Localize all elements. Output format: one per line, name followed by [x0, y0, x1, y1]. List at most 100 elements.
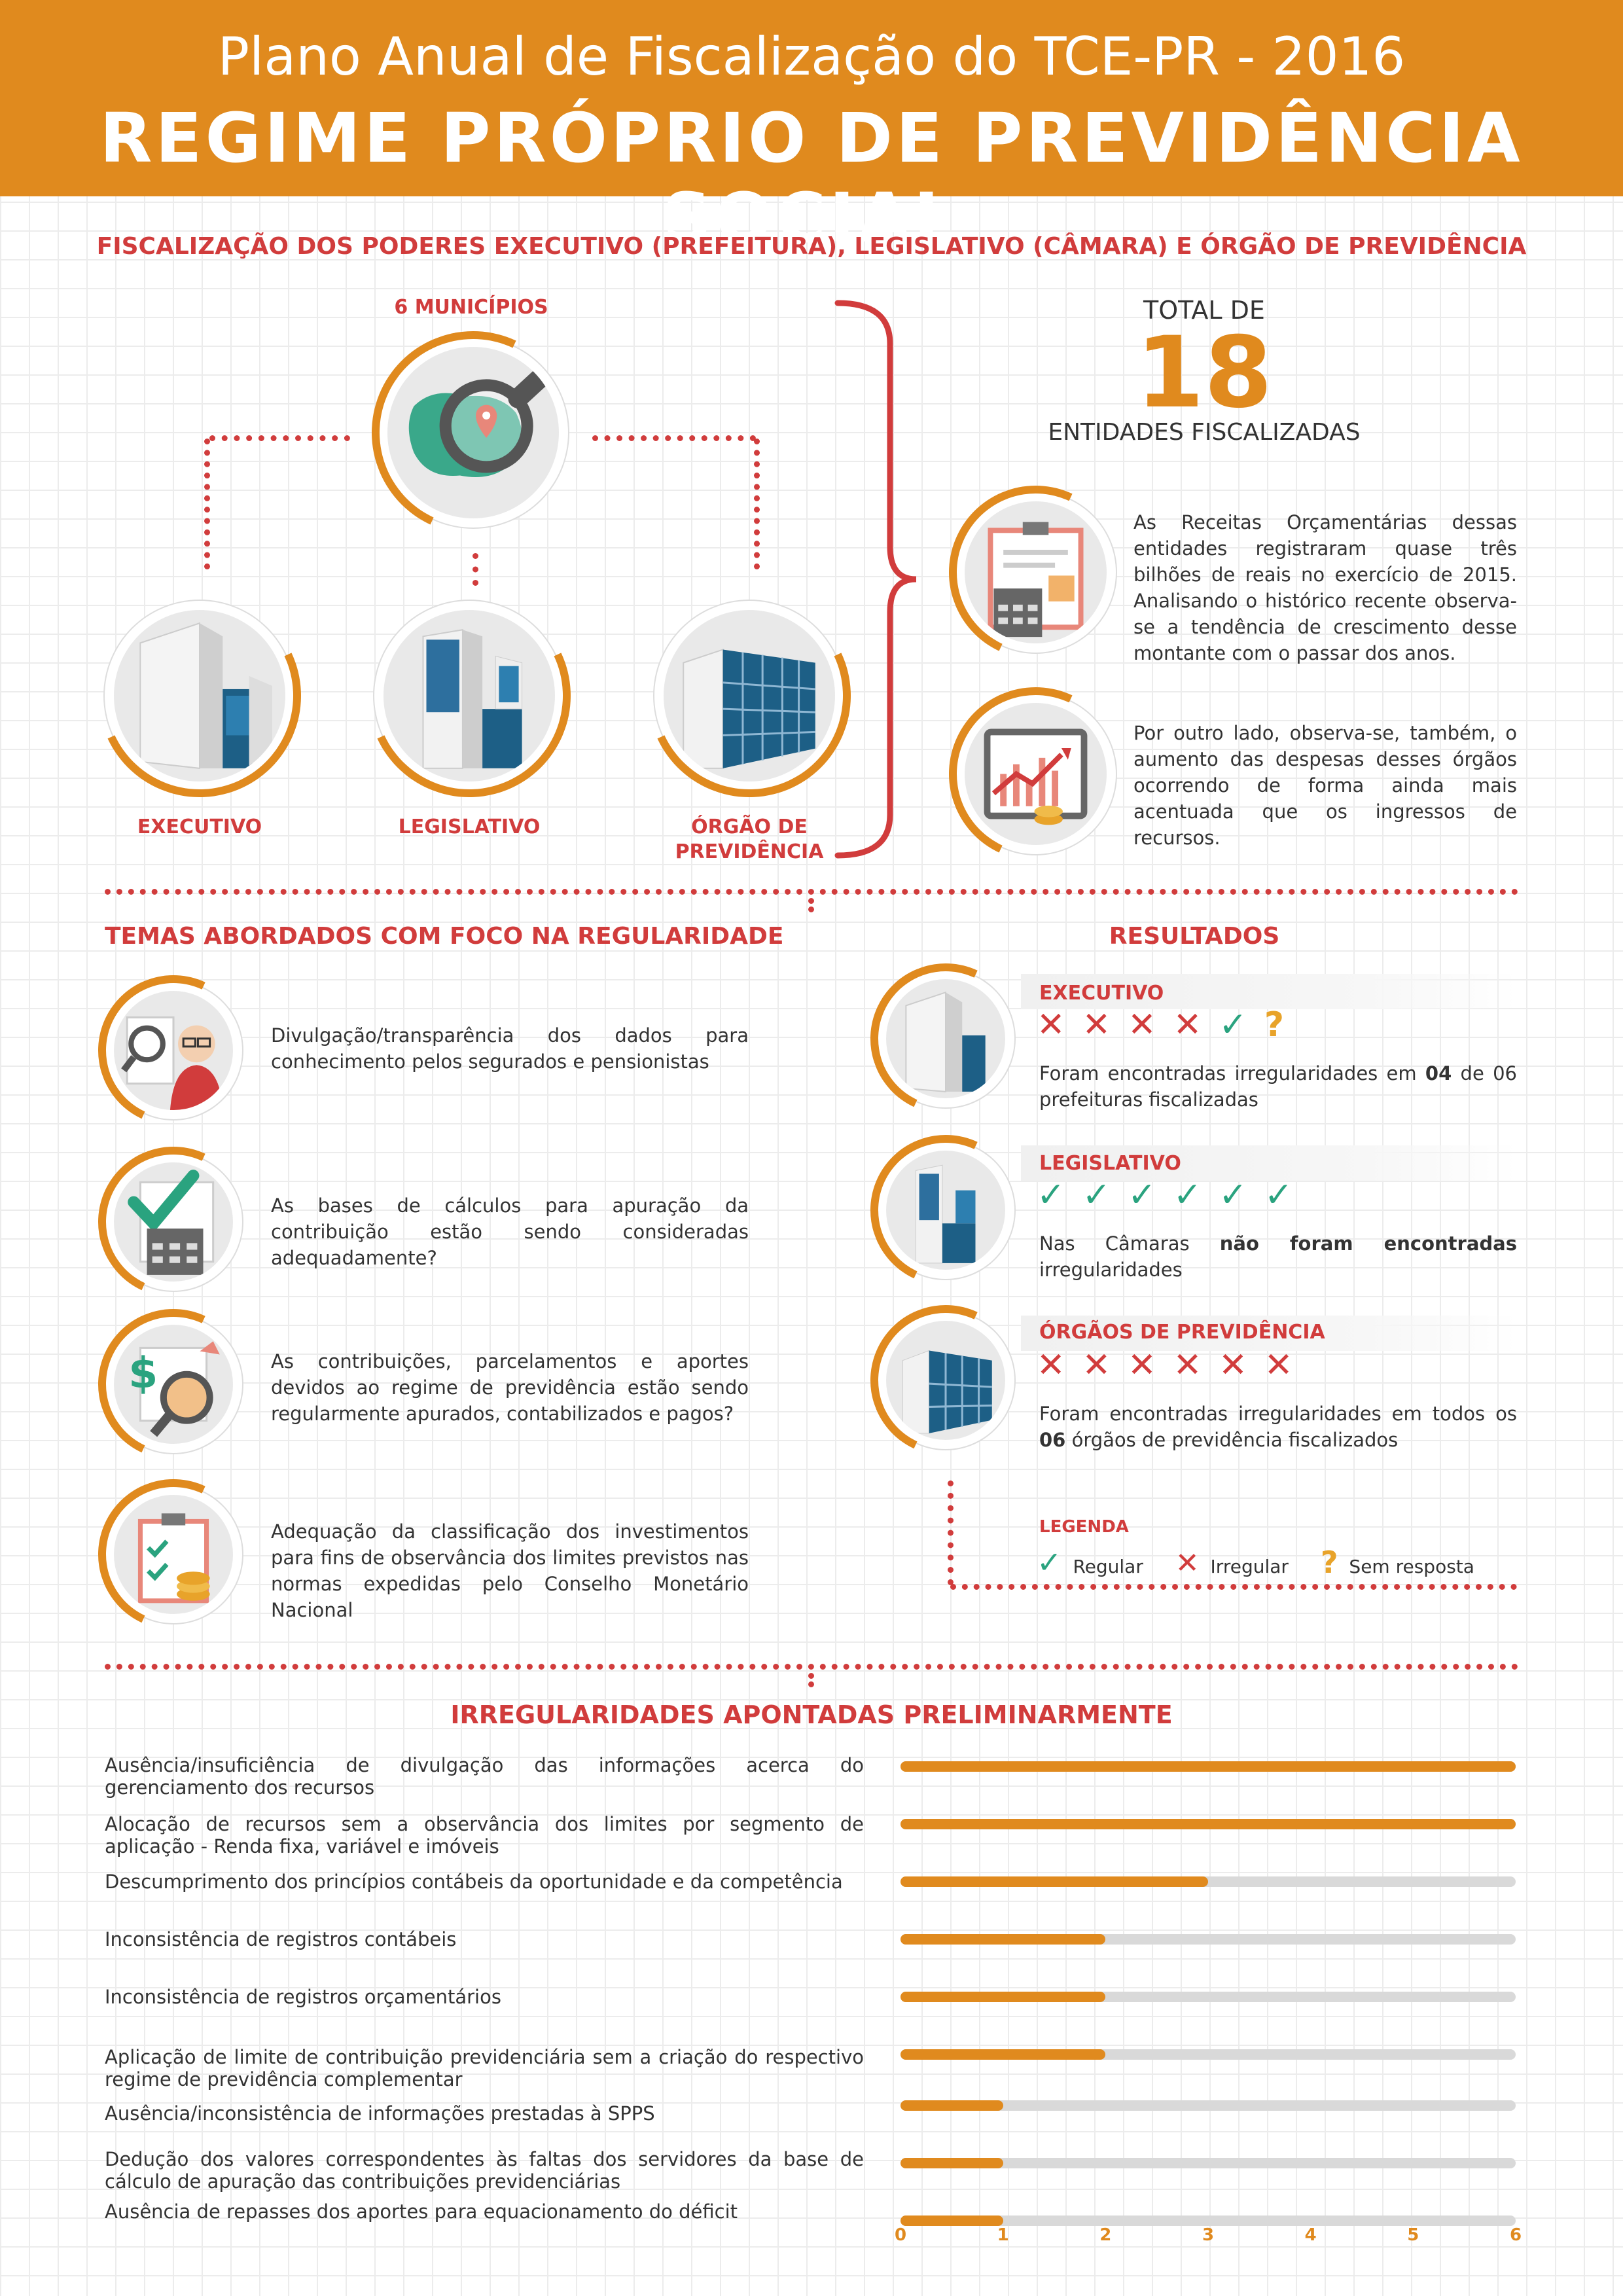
legend: ✓ Regular ✕ Irregular ? Sem resposta: [1037, 1546, 1474, 1583]
chart-tick-label: 2: [1099, 2225, 1112, 2245]
building-icon: [422, 629, 523, 769]
legislativo-label: LEGISLATIVO: [398, 816, 541, 838]
chart-bar: [901, 2215, 1003, 2226]
chart-bar: [901, 1992, 1106, 2002]
building-icon: [902, 1350, 992, 1434]
transparency-person-icon: [121, 1016, 223, 1110]
tema-2-text: As bases de cálculos para apuração da co…: [271, 1194, 749, 1269]
chart-category-label: Ausência/inconsistência de informações p…: [105, 2102, 655, 2125]
receitas-circle: [924, 461, 1147, 684]
section-divider-stub: [808, 1673, 814, 1687]
check-calculator-icon: [128, 1170, 215, 1275]
despesas-circle: [924, 662, 1147, 886]
result-orgaos-marks: ✕✕✕✕✕✕: [1037, 1346, 1310, 1385]
chart-monitor-icon: [984, 728, 1088, 825]
chart-category-label: Ausência de repasses dos aportes para eq…: [105, 2200, 738, 2223]
chart-bar-track: [901, 2215, 1516, 2226]
chart-category-label: Descumprimento dos princípios contábeis …: [105, 1871, 843, 1893]
chart-category-label: Aplicação de limite de contribuição prev…: [105, 2046, 864, 2090]
chart-bar: [901, 2158, 1003, 2168]
section-divider-stub: [808, 898, 814, 912]
chart-category-label: Ausência/insuficiência de divulgação das…: [105, 1754, 864, 1799]
chart-tick-label: 0: [894, 2225, 907, 2245]
tema-3-text: As contribuições, parcelamentos e aporte…: [271, 1350, 749, 1425]
building-icon: [683, 649, 815, 769]
result-legislativo-text: Nas Câmaras não foram encontradas irregu…: [1039, 1232, 1517, 1281]
map-magnifier-circle: [343, 302, 603, 563]
regular-marks: ✓: [1219, 1005, 1264, 1045]
bracket-icon: [834, 300, 917, 859]
x-icon: ✕: [1175, 1547, 1200, 1580]
executivo-building-circle: [69, 565, 330, 826]
result-executivo-title: EXECUTIVO: [1039, 982, 1164, 1005]
connector-left: [209, 435, 350, 441]
result-band: [1021, 974, 1518, 1009]
chart-bar: [901, 1934, 1106, 1945]
result-executivo-text: Foram encontradas irregularidades em 04 …: [1039, 1062, 1517, 1111]
checklist-coins-icon: [137, 1513, 210, 1604]
municipios-label: 6 MUNICÍPIOS: [394, 296, 548, 319]
total-caption: ENTIDADES FISCALIZADAS: [1048, 419, 1361, 446]
result-executivo-marks: ✕✕✕✕✓?: [1037, 1007, 1301, 1043]
chart-bar: [901, 1819, 1516, 1829]
svg-text:$: $: [128, 1349, 158, 1398]
money-magnifier-icon: $: [128, 1341, 220, 1437]
chart-tick-label: 4: [1304, 2225, 1317, 2245]
resultados-title: RESULTADOS: [1109, 923, 1280, 950]
legend-irregular: Irregular: [1210, 1556, 1289, 1577]
question-icon: ?: [1320, 1545, 1338, 1580]
tema-1-circle: [77, 954, 270, 1147]
header-subtitle: Plano Anual de Fiscalização do TCE-PR - …: [217, 26, 1406, 87]
chart-tick-label: 1: [997, 2225, 1009, 2245]
result-legislativo-circle: [849, 1113, 1043, 1307]
chart-category-label: Alocação de recursos sem a observância d…: [105, 1813, 864, 1857]
chart-bar: [901, 1876, 1208, 1887]
chart-bar-track: [901, 1934, 1516, 1945]
map-magnifier-icon: [408, 357, 559, 478]
legend-connector: [948, 1480, 954, 1585]
orgao-label-line1: ÓRGÃO DE: [691, 816, 808, 838]
tema-3-circle: $: [77, 1287, 270, 1481]
chart-bar-track: [901, 1819, 1516, 1829]
result-band: [1021, 1145, 1518, 1181]
legend-regular: Regular: [1073, 1556, 1143, 1577]
result-legislativo-title: LEGISLATIVO: [1039, 1152, 1181, 1175]
chart-tick-label: 5: [1407, 2225, 1419, 2245]
total-label: TOTAL DE: [1143, 296, 1265, 325]
despesas-text: Por outro lado, observa-se, também, o au…: [1133, 722, 1517, 849]
temas-title: TEMAS ABORDADOS COM FOCO NA REGULARIDADE: [105, 923, 784, 950]
tema-2-circle: [77, 1125, 270, 1319]
legislativo-building-circle: [339, 565, 599, 826]
chart-bar-track: [901, 1761, 1516, 1772]
chart-bar-track: [901, 2100, 1516, 2111]
chart-bar-track: [901, 2158, 1516, 2168]
tema-4-text: Adequação da classificação dos investime…: [271, 1520, 749, 1621]
legend-sem-resposta: Sem resposta: [1349, 1556, 1474, 1577]
connector-left-vertical: [204, 439, 210, 569]
clipboard-calculator-icon: [988, 522, 1084, 637]
section-divider: [105, 1664, 1518, 1670]
result-orgaos-circle: [849, 1283, 1043, 1477]
tema-4-circle: [77, 1458, 270, 1651]
header-title: REGIME PRÓPRIO DE PREVIDÊNCIA SOCIAL: [99, 98, 1524, 258]
chart-bar-track: [901, 1992, 1516, 2002]
chart-bar: [901, 2049, 1106, 2060]
legend-connector-line: [950, 1584, 1517, 1590]
irregular-marks: ✕✕✕✕: [1037, 1005, 1219, 1045]
chart-bar: [901, 1761, 1516, 1772]
total-value: 18: [1135, 316, 1273, 430]
chart-bar: [901, 2100, 1003, 2111]
check-icon: ✓: [1037, 1545, 1062, 1580]
fiscalizacao-title: FISCALIZAÇÃO DOS PODERES EXECUTIVO (PREF…: [96, 233, 1527, 260]
tema-1-text: Divulgação/transparência dos dados para …: [271, 1024, 749, 1073]
building-icon: [905, 991, 986, 1092]
result-orgaos-text: Foram encontradas irregularidades em tod…: [1039, 1403, 1517, 1451]
connector-right: [592, 435, 756, 441]
orgao-label-line2: PREVIDÊNCIA: [675, 840, 824, 863]
connector-right-vertical: [754, 439, 760, 569]
chart-tick-label: 6: [1509, 2225, 1522, 2245]
sem-resposta-marks: ?: [1264, 1005, 1302, 1045]
chart-tick-label: 3: [1202, 2225, 1215, 2245]
building-icon: [915, 1164, 976, 1264]
legend-title: LEGENDA: [1039, 1517, 1129, 1537]
